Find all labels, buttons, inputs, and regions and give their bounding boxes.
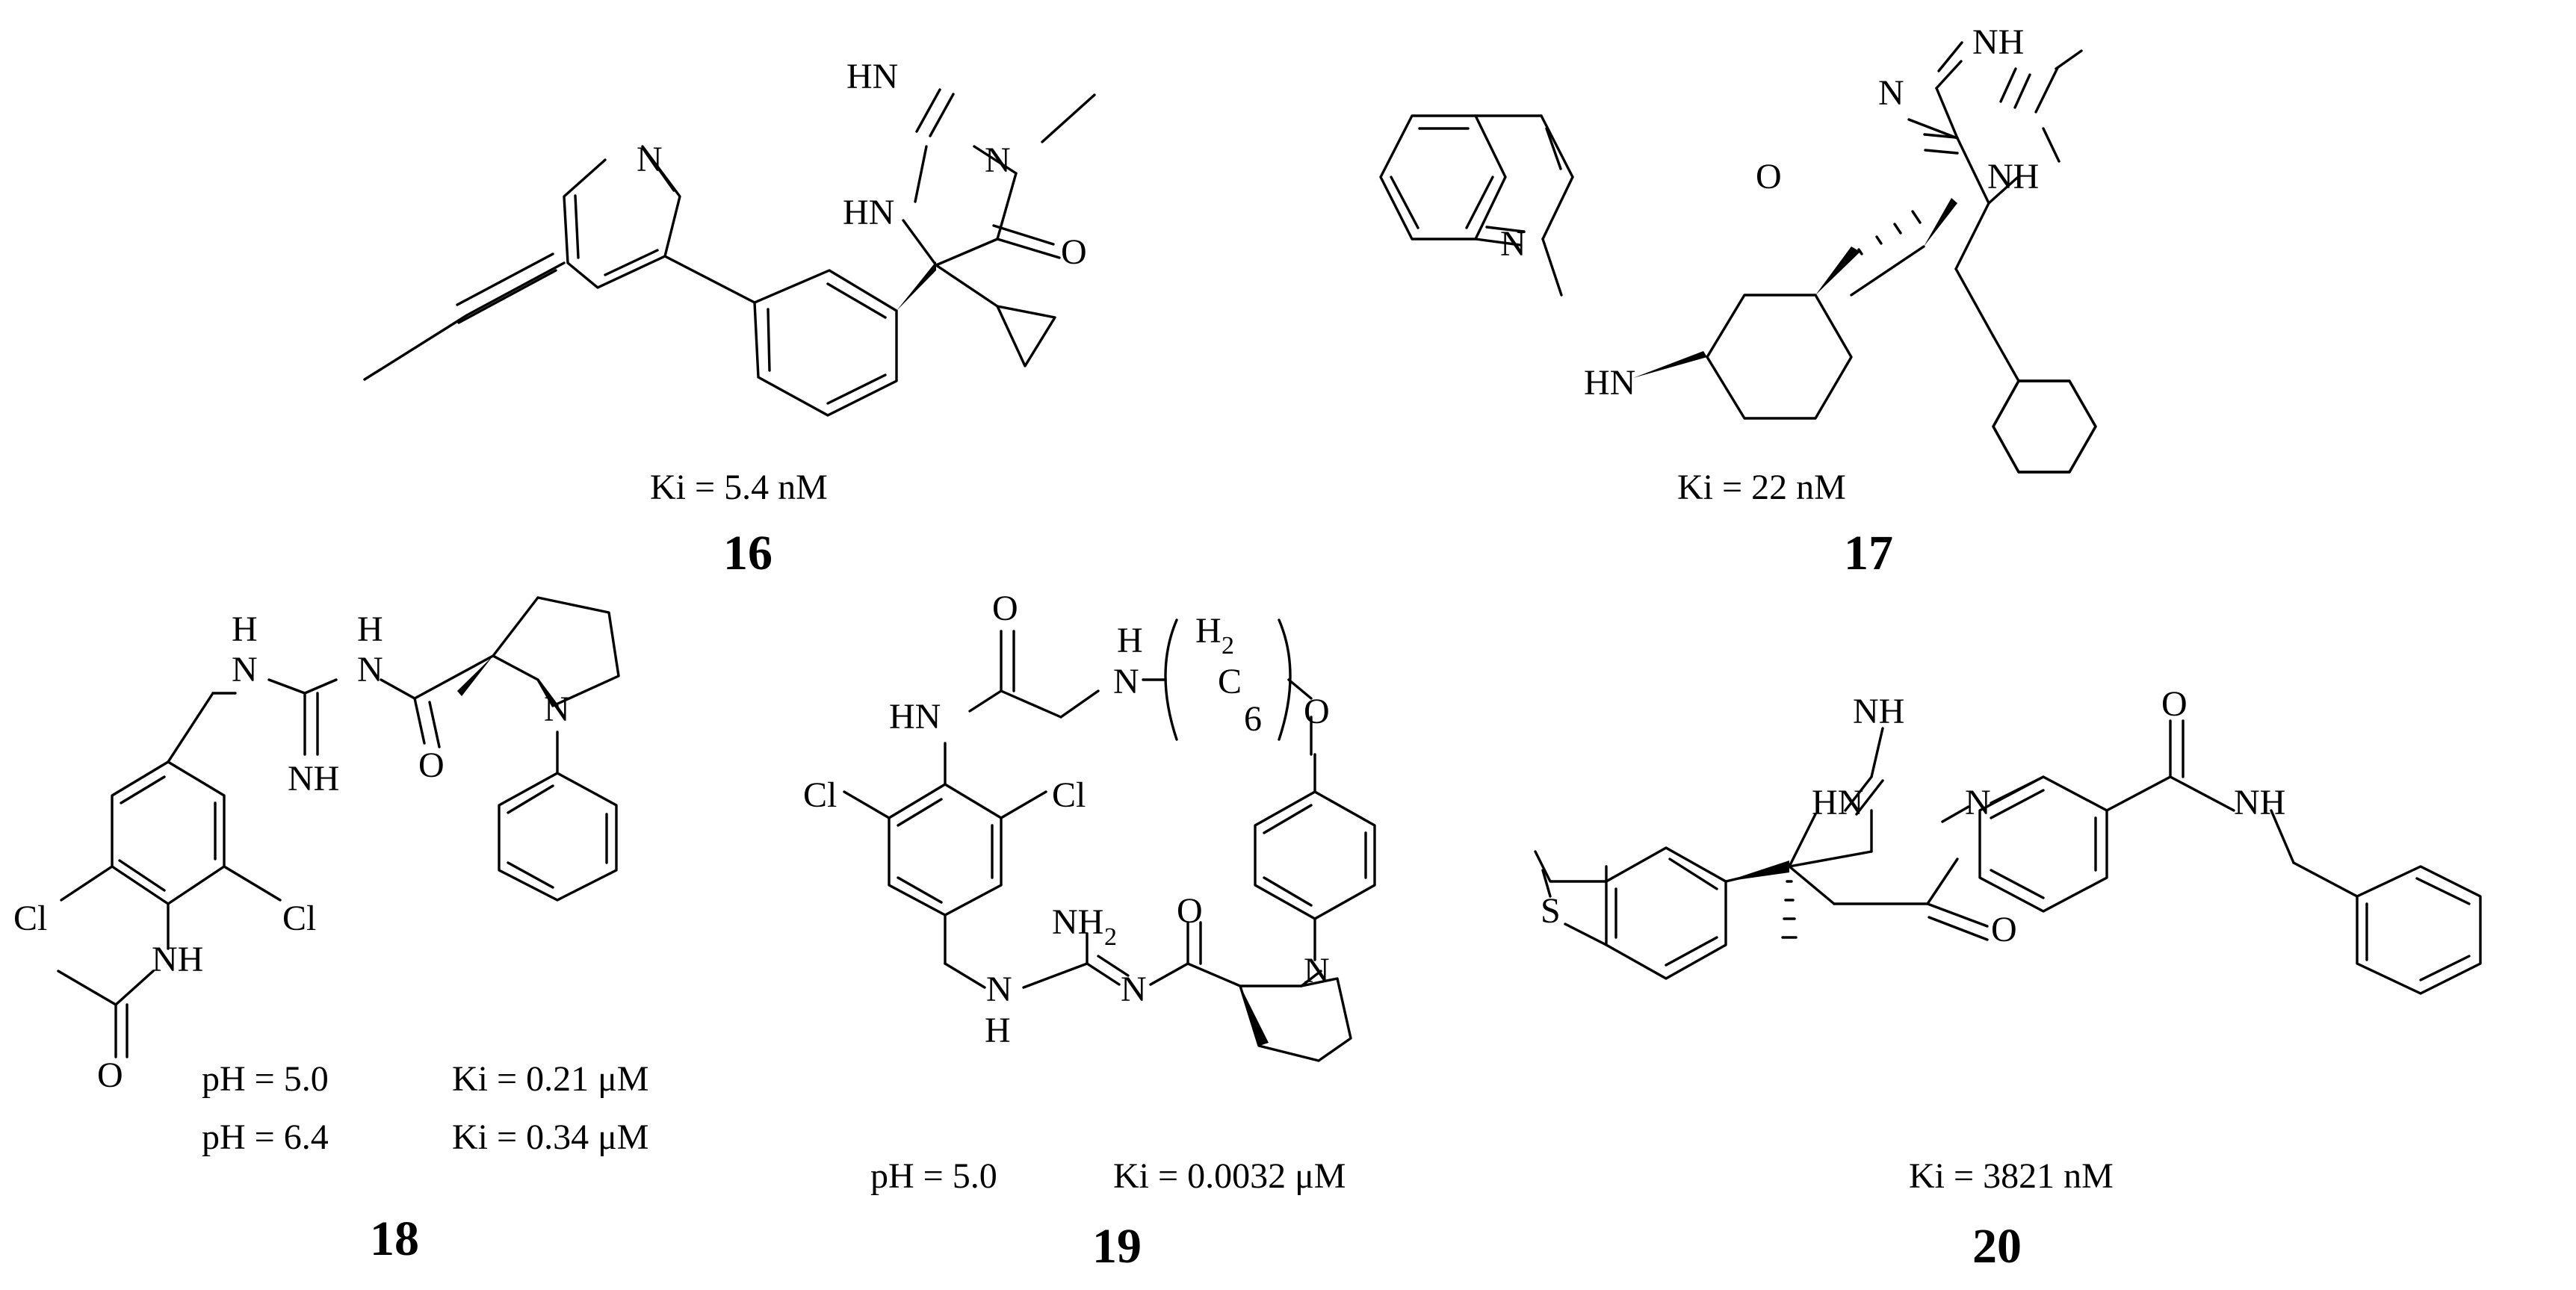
compound-17-atom-nh-imine: NH bbox=[1972, 22, 2024, 62]
compound-17-atom-o: O bbox=[1756, 157, 1782, 196]
compound-17-wedge-bond-chain bbox=[1924, 198, 1957, 246]
compound-18-atom-n2: N bbox=[357, 650, 383, 689]
compound-16-atom-hn-imine: HN bbox=[846, 57, 898, 96]
compound-20-atom-labels: NH HN N O S O NH bbox=[1541, 684, 2285, 949]
compound-16-atom-n-pyridine: N bbox=[637, 140, 663, 179]
compound-18-atom-h1: H bbox=[232, 610, 258, 649]
compound-20-atom-hn-ring: HN bbox=[1812, 783, 1863, 822]
compound-19-atom-n-pyrrolidine: N bbox=[1304, 951, 1330, 990]
compound-18-ki-2: Ki = 0.34 μM bbox=[452, 1117, 648, 1157]
compound-17-wedge-bond-ch2 bbox=[1815, 246, 1860, 295]
compound-20-atom-s: S bbox=[1541, 891, 1561, 931]
compound-19-wedge-bond bbox=[1240, 986, 1269, 1046]
compound-16-wedge-bond bbox=[897, 261, 936, 311]
compound-19-atom-n-imine: N bbox=[1121, 970, 1147, 1009]
compound-17-bonds bbox=[1379, 41, 2097, 474]
compound-20-atom-nh-imine: NH bbox=[1853, 692, 1904, 731]
compound-18-atom-cl-right: Cl bbox=[282, 899, 316, 938]
compound-20-atom-nh-amide: NH bbox=[2234, 783, 2285, 822]
compound-18-bonds bbox=[57, 596, 620, 1058]
compound-19-atom-nh2: NH bbox=[1052, 902, 1103, 942]
compound-19-atom-n-guanidine: N bbox=[986, 970, 1012, 1009]
compound-17: NH N O NH N HN Ki = 22 nM 17 bbox=[1379, 22, 2097, 580]
compound-19-number: 19 bbox=[1092, 1219, 1142, 1274]
compound-19-atom-cl-left: Cl bbox=[803, 775, 837, 815]
compound-19-atom-c: C bbox=[1218, 662, 1242, 701]
compound-20: NH HN N O S O NH Ki = 3821 nM 20 bbox=[1534, 684, 2482, 1274]
compound-19-atom-o-amide: O bbox=[1177, 891, 1203, 931]
compound-18-atom-nh-imine: NH bbox=[288, 759, 339, 799]
compound-18-atom-n-pyrrolidine: N bbox=[544, 689, 570, 729]
compound-18-atom-o-amide: O bbox=[418, 745, 445, 785]
compound-19-atom-o-ether: O bbox=[1304, 692, 1330, 731]
compound-18-atom-cl-left: Cl bbox=[13, 899, 47, 938]
compound-18-wedge-bond bbox=[457, 656, 493, 696]
compound-20-atom-o-amide: O bbox=[2161, 684, 2188, 724]
compound-20-ki-caption: Ki = 3821 nM bbox=[1909, 1156, 2114, 1196]
compound-17-ki-caption: Ki = 22 nM bbox=[1677, 468, 1846, 507]
compound-18-atom-nh-acetamide: NH bbox=[152, 940, 203, 979]
compound-19-atom-h-guanidine: H bbox=[985, 1011, 1011, 1050]
compound-19-atom-n: N bbox=[1113, 662, 1139, 701]
compound-20-number: 20 bbox=[1972, 1219, 2022, 1274]
compound-19-atom-cl-right: Cl bbox=[1052, 775, 1086, 815]
compound-18-ph-1: pH = 5.0 bbox=[202, 1059, 329, 1099]
compound-16-ki-caption: Ki = 5.4 nM bbox=[650, 468, 828, 507]
compound-19-atom-h2: H bbox=[1195, 611, 1222, 651]
compound-20-atom-o-ring: O bbox=[1991, 910, 2017, 949]
compound-17-atom-n-quinoline: N bbox=[1500, 224, 1526, 264]
compound-19-ph: pH = 5.0 bbox=[870, 1156, 997, 1196]
compound-16-atom-o: O bbox=[1061, 232, 1087, 272]
compound-18-ph-2: pH = 6.4 bbox=[202, 1117, 329, 1157]
compound-17-atom-n-methyl: N bbox=[1878, 73, 1904, 113]
compound-18: H N H N NH O N Cl Cl NH O pH = 5.0 Ki = … bbox=[13, 596, 648, 1266]
compound-16-number: 16 bbox=[723, 526, 773, 580]
compound-17-hash-bond bbox=[1857, 210, 1922, 255]
compound-19-atom-o-top: O bbox=[992, 589, 1018, 628]
compound-20-atom-n: N bbox=[1965, 783, 1991, 822]
compound-20-hash-bond bbox=[1781, 880, 1798, 939]
compound-16-atom-n-methyl: N bbox=[985, 140, 1011, 180]
compound-19-bonds bbox=[843, 618, 1376, 1062]
compound-19: O HN H N H 2 C 6 O Cl Cl NH 2 O N H N N … bbox=[803, 589, 1376, 1274]
compound-19-atom-labels: O HN H N H 2 C 6 O Cl Cl NH 2 O N H N N bbox=[803, 589, 1330, 1050]
compound-18-atom-h2: H bbox=[357, 610, 383, 649]
compound-19-atom-nh2-subscript: 2 bbox=[1104, 923, 1117, 951]
compound-18-atom-labels: H N H N NH O N Cl Cl NH O bbox=[13, 610, 570, 1095]
compound-18-atom-o-acetyl: O bbox=[97, 1055, 123, 1095]
compound-19-atom-n6: 6 bbox=[1244, 699, 1262, 739]
compound-17-atom-nh-ring: NH bbox=[1987, 157, 2039, 196]
compound-19-atom-h: H bbox=[1117, 621, 1143, 660]
compound-16-atom-labels: N HN N HN O bbox=[637, 57, 1087, 272]
compound-17-number: 17 bbox=[1844, 526, 1893, 580]
compound-20-wedge-bond bbox=[1726, 860, 1789, 881]
compound-18-ki-1: Ki = 0.21 μM bbox=[452, 1059, 648, 1099]
compound-18-atom-n1: N bbox=[232, 650, 258, 689]
compound-17-atom-hn: HN bbox=[1584, 363, 1635, 403]
compound-18-number: 18 bbox=[370, 1212, 419, 1266]
compound-19-atom-h2-subscript: 2 bbox=[1222, 632, 1234, 660]
compound-17-wedge-bond-nh bbox=[1633, 351, 1707, 378]
compound-16-bonds bbox=[363, 88, 1096, 417]
compound-17-atom-labels: NH N O NH N HN bbox=[1500, 22, 2039, 403]
compound-20-bonds bbox=[1534, 719, 2482, 995]
compound-19-atom-hn: HN bbox=[889, 697, 941, 737]
compound-16-atom-hn-ring: HN bbox=[843, 193, 894, 232]
compound-19-ki: Ki = 0.0032 μM bbox=[1113, 1156, 1346, 1196]
compound-16: N HN N HN O Ki = 5.4 nM 16 bbox=[363, 57, 1096, 580]
